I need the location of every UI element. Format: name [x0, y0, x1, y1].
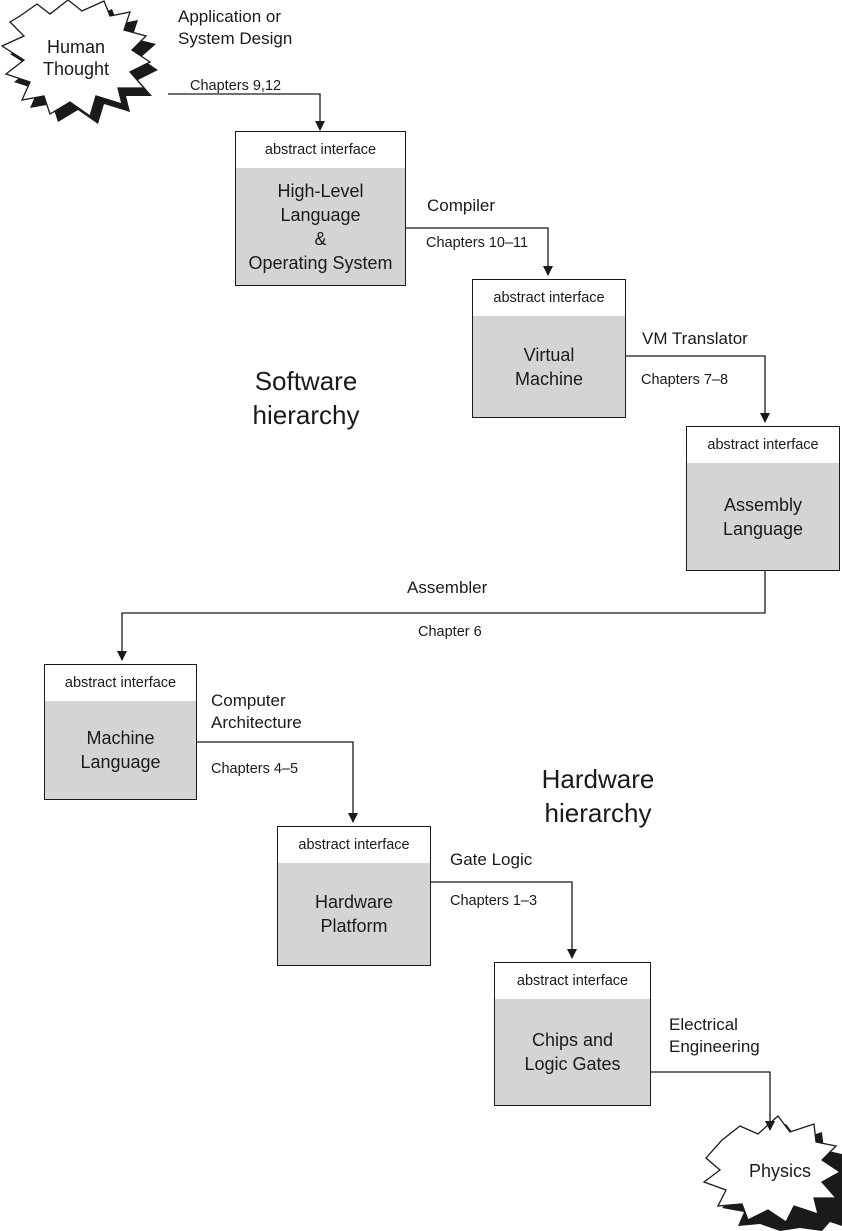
hardware-hierarchy-line2: hierarchy — [544, 798, 652, 828]
hardware-hierarchy-caption: Hardware hierarchy — [508, 762, 688, 830]
level-line: Virtual — [523, 344, 575, 365]
hardware-hierarchy-line1: Hardware — [541, 764, 655, 794]
chapter-6: Chapter 6 — [418, 624, 482, 640]
level-body: Virtual Machine — [473, 316, 625, 417]
level-line: Chips and — [531, 1030, 614, 1050]
transition-label-line: Electrical — [669, 1015, 738, 1034]
level-line: Language — [722, 518, 804, 539]
software-hierarchy-line2: hierarchy — [252, 400, 360, 430]
transition-label-line: Compiler — [427, 196, 496, 215]
software-hierarchy-caption: Software hierarchy — [216, 364, 396, 432]
arrow-chips-to-physics — [650, 1071, 775, 1131]
human-thought-line2: Thought — [42, 59, 110, 79]
transition-application-design: Application or System Design — [178, 6, 292, 50]
arrow-vm-to-asm — [625, 355, 770, 423]
arrow-human-to-hll — [168, 93, 325, 131]
transition-label-line: Gate Logic — [450, 850, 533, 869]
level-line: Logic Gates — [524, 1054, 621, 1074]
transition-label-line: Computer — [211, 691, 286, 710]
transition-vm-translator: VM Translator — [642, 328, 748, 350]
level-body: Assembly Language — [687, 463, 839, 570]
physics-burst — [702, 1115, 842, 1231]
chapters-10-11: Chapters 10–11 — [426, 235, 529, 251]
human-thought-label: Human Thought — [24, 36, 128, 80]
software-hierarchy-line1: Software — [254, 366, 358, 396]
transition-computer-architecture: Computer Architecture — [211, 690, 302, 734]
abstract-interface-label: abstract interface — [45, 665, 196, 702]
transition-label-line: System Design — [178, 29, 293, 48]
assembly-language-box: abstract interface Assembly Language — [686, 426, 840, 571]
human-thought-burst — [0, 0, 158, 124]
transition-assembler: Assembler — [407, 577, 487, 599]
arrow-ml-to-hw — [196, 741, 358, 823]
level-line: Platform — [320, 916, 388, 936]
level-body: High-Level Language & Operating System — [236, 168, 405, 285]
level-body: Chips and Logic Gates — [495, 999, 650, 1105]
level-body: Hardware Platform — [278, 863, 430, 965]
abstract-interface-label: abstract interface — [687, 427, 839, 464]
transition-label-line: VM Translator — [642, 329, 748, 348]
chapters-9-12: Chapters 9,12 — [190, 78, 282, 94]
chapters-1-3: Chapters 1–3 — [450, 893, 538, 909]
level-line: High-Level — [277, 180, 364, 201]
transition-electrical-engineering: Electrical Engineering — [669, 1014, 760, 1058]
transition-compiler: Compiler — [427, 195, 495, 217]
arrow-asm-to-ml — [117, 570, 766, 661]
chapters-4-5: Chapters 4–5 — [211, 761, 299, 777]
chips-logic-gates-box: abstract interface Chips and Logic Gates — [494, 962, 651, 1106]
level-line: Hardware — [314, 892, 394, 912]
level-line: Assembly — [723, 494, 803, 515]
abstract-interface-label: abstract interface — [236, 132, 405, 169]
level-body: Machine Language — [45, 701, 196, 799]
level-line: Machine — [514, 368, 584, 389]
machine-language-box: abstract interface Machine Language — [44, 664, 197, 800]
level-line: Machine — [86, 728, 155, 748]
transition-label-line: Application or — [178, 7, 282, 26]
transition-label-line: Engineering — [669, 1037, 760, 1056]
level-line: & — [314, 228, 327, 249]
high-level-language-box: abstract interface High-Level Language &… — [235, 131, 406, 286]
hardware-platform-box: abstract interface Hardware Platform — [277, 826, 431, 966]
transition-gate-logic: Gate Logic — [450, 849, 532, 871]
transition-label-line: Architecture — [211, 713, 302, 732]
virtual-machine-box: abstract interface Virtual Machine — [472, 279, 626, 418]
level-line: Language — [280, 204, 361, 225]
chapters-7-8: Chapters 7–8 — [641, 372, 729, 388]
abstract-interface-label: abstract interface — [278, 827, 430, 864]
abstract-interface-label: abstract interface — [495, 963, 650, 1000]
abstract-interface-label: abstract interface — [473, 280, 625, 317]
level-line: Language — [80, 752, 161, 772]
physics-label: Physics — [748, 1161, 811, 1181]
arrow-hll-to-vm — [405, 227, 553, 276]
transition-label-line: Assembler — [407, 578, 488, 597]
arrow-hw-to-chips — [430, 881, 577, 959]
level-line: Operating System — [248, 252, 393, 273]
human-thought-line1: Human — [46, 37, 106, 57]
